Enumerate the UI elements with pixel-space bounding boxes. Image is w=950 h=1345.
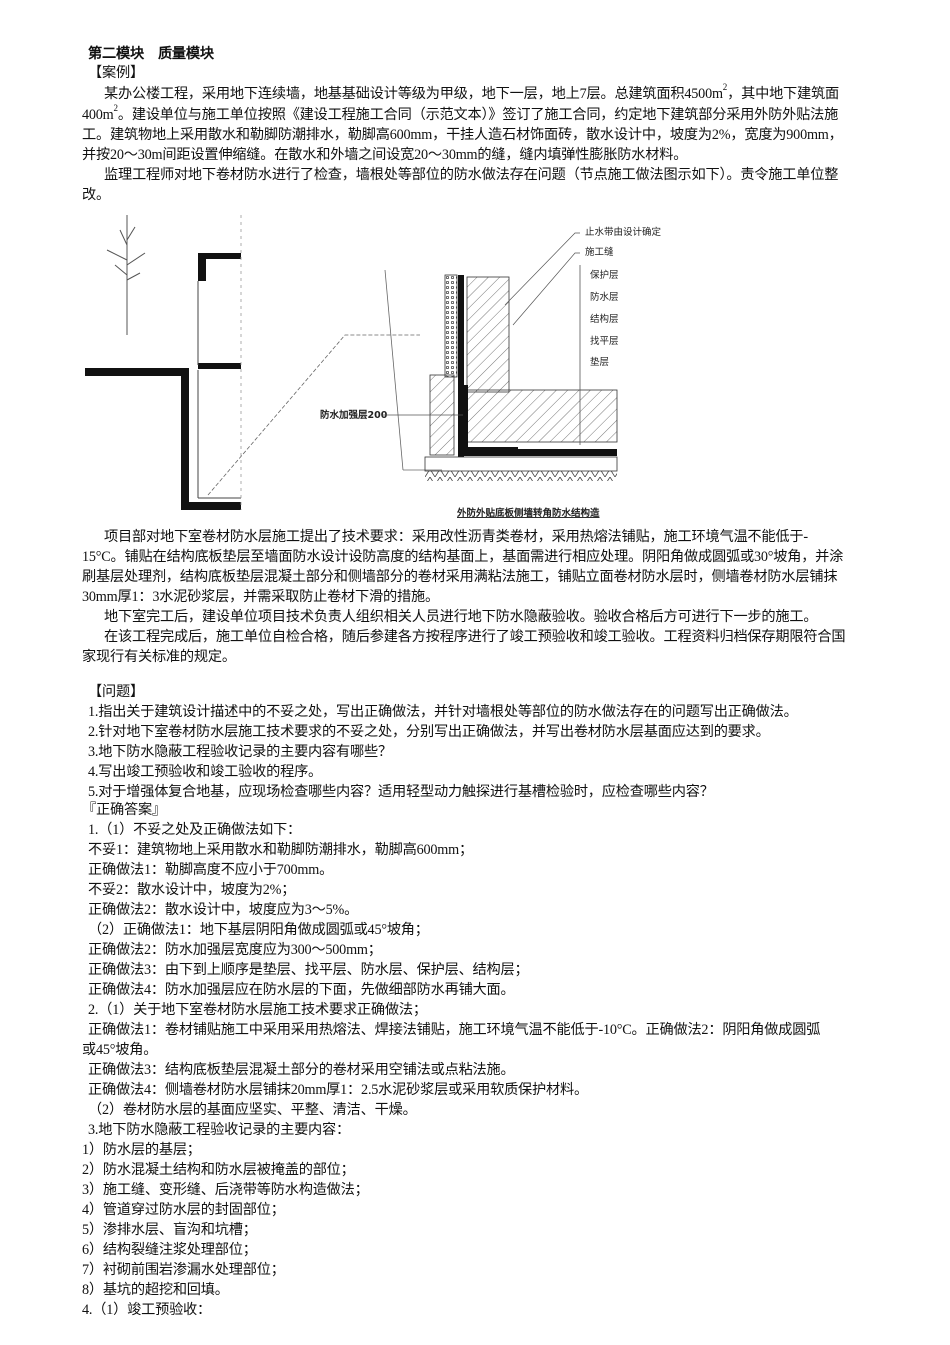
- case-paragraph-3-line-3: 刷基层处理剂，结构底板垫层混凝土部分和侧墙部分的卷材采用满粘法施工，铺贴立面卷材…: [82, 569, 838, 585]
- answer-1-item: 不妥1：建筑物地上采用散水和勒脚防潮排水，勒脚高600mm；: [88, 842, 473, 858]
- waterproof-detail-figure: 止水带由设计确定 施工缝 保护层 防水层 结构层 找平层 垫层 防水加强层200…: [85, 205, 665, 525]
- case-paragraph-5-line-1: 在该工程完成后，施工单位自检合格，随后参建各方按程序进行了竣工预验收和竣工验收。…: [104, 629, 846, 645]
- answer-2-title: 2.（1）关于地下室卷材防水层施工技术要求正确做法；: [88, 1002, 427, 1018]
- question-3: 3.地下防水隐蔽工程验收记录的主要内容有哪些？: [88, 744, 392, 760]
- case-paragraph-1-line-2: 400m2。建设单位与施工单位按照《建设工程施工合同（示范文本）》签订了施工合同…: [82, 103, 839, 124]
- case-heading: 【案例】: [88, 65, 144, 81]
- answer-3-item: 3）施工缝、变形缝、后浇带等防水构造做法；: [82, 1182, 369, 1198]
- tree-icon: [106, 215, 146, 335]
- answer-2-line: 或45°坡角。: [82, 1042, 158, 1058]
- answer-3-item: 6）结构裂缝注浆处理部位；: [82, 1242, 257, 1258]
- case-paragraph-1-line-3: 工。建筑物地上采用散水和勒脚防潮排水，勒脚高600mm，干挂人造石材饰面砖，散水…: [82, 127, 843, 143]
- answer-3-item: 5）渗排水层、盲沟和坑槽；: [82, 1222, 257, 1238]
- answer-1-item: 正确做法2：防水加强层宽度应为300～500mm；: [88, 942, 382, 958]
- answer-3-item: 2）防水混凝土结构和防水层被掩盖的部位；: [82, 1162, 355, 1178]
- label-waterstop: 止水带由设计确定: [585, 226, 662, 238]
- question-2: 2.针对地下室卷材防水层施工技术要求的不妥之处，分别写出正确做法，并写出卷材防水…: [88, 724, 770, 740]
- questions-heading: 【问题】: [88, 684, 144, 700]
- answer-3-item: 8）基坑的超挖和回填。: [82, 1282, 229, 1298]
- answer-1-item: 正确做法2：散水设计中，坡度应为3～5%。: [88, 902, 359, 918]
- answer-4-title: 4.（1）竣工预验收：: [82, 1302, 212, 1318]
- case-paragraph-3-line-1: 项目部对地下室卷材防水层施工提出了技术要求：采用改性沥青类卷材，采用热熔法铺贴，…: [104, 529, 808, 545]
- label-construction-joint: 施工缝: [585, 246, 614, 258]
- answer-3-item: 4）管道穿过防水层的封固部位；: [82, 1202, 285, 1218]
- question-5: 5.对于增强体复合地基，应现场检查哪些内容？适用轻型动力触探进行基槽检验时，应检…: [88, 784, 714, 800]
- module-title: 第二模块 质量模块: [88, 46, 214, 62]
- case-paragraph-1-line-1: 某办公楼工程，采用地下连续墙，地基基础设计等级为甲级，地下一层，地上7层。总建筑…: [104, 82, 840, 103]
- answer-2-line: 正确做法4：侧墙卷材防水层铺抹20mm厚1：2.5水泥砂浆层或采用软质保护材料。: [88, 1082, 588, 1098]
- label-reinforcement: 防水加强层200: [320, 409, 388, 421]
- case-paragraph-2-line-2: 改。: [82, 187, 110, 203]
- case-paragraph-1-line-4: 并按20～30m间距设置伸缩缝。在散水和外墙之间设宽20～30mm的缝，缝内填弹…: [82, 147, 688, 163]
- answer-1-item: 正确做法3：由下到上顺序是垫层、找平层、防水层、保护层、结构层；: [88, 962, 529, 978]
- case-paragraph-2-line-1: 监理工程师对地下卷材防水进行了检查，墙根处等部位的防水做法存在问题（节点施工做法…: [104, 167, 839, 183]
- case-paragraph-3-line-4: 30mm厚1：3水泥砂浆层，并需采取防止卷材下滑的措施。: [82, 589, 439, 605]
- case-paragraph-3-line-2: 15°C。铺贴在结构底板垫层至墙面防水设计设防高度的结构基面上，基面需进行相应处…: [82, 549, 844, 565]
- answer-heading: 『正确答案』: [82, 802, 166, 818]
- answer-1-item: 正确做法4：防水加强层应在防水层的下面，先做细部防水再铺大面。: [88, 982, 515, 998]
- label-structural-layer: 结构层: [590, 313, 619, 325]
- question-1: 1.指出关于建筑设计描述中的不妥之处，写出正确做法，并针对墙根处等部位的防水做法…: [88, 704, 798, 720]
- label-protective-layer: 保护层: [590, 269, 619, 281]
- answer-1-item: 不妥2：散水设计中，坡度为2%；: [88, 882, 296, 898]
- label-waterproof-layer: 防水层: [590, 291, 619, 303]
- answer-3-item: 1）防水层的基层；: [82, 1142, 201, 1158]
- case-paragraph-5-line-2: 家现行有关标准的规定。: [82, 649, 236, 665]
- answer-1-item: （2）正确做法1：地下基层阴阳角做成圆弧或45°坡角；: [88, 922, 429, 938]
- label-cushion-layer: 垫层: [590, 356, 609, 368]
- answer-2-line: 正确做法3：结构底板垫层混凝土部分的卷材采用空铺法或点粘法施。: [88, 1062, 515, 1078]
- answer-1-title: 1.（1）不妥之处及正确做法如下：: [88, 822, 301, 838]
- answer-1-item: 正确做法1：勒脚高度不应小于700mm。: [88, 862, 334, 878]
- label-leveling-layer: 找平层: [590, 335, 619, 347]
- figure-caption: 外防外贴底板侧墙转角防水结构造: [456, 507, 600, 519]
- question-4: 4.写出竣工预验收和竣工验收的程序。: [88, 764, 323, 780]
- answer-3-title: 3.地下防水隐蔽工程验收记录的主要内容：: [88, 1122, 351, 1138]
- answer-3-item: 7）衬砌前围岩渗漏水处理部位；: [82, 1262, 285, 1278]
- case-paragraph-4-line-1: 地下室完工后，建设单位项目技术负责人组织相关人员进行地下防水隐蔽验收。验收合格后…: [104, 609, 818, 625]
- answer-2-line: 正确做法1：卷材铺贴施工中采用采用热熔法、焊接法铺贴，施工环境气温不能低于-10…: [88, 1022, 821, 1038]
- answer-2-line: （2）卷材防水层的基面应坚实、平整、清洁、干燥。: [88, 1102, 417, 1118]
